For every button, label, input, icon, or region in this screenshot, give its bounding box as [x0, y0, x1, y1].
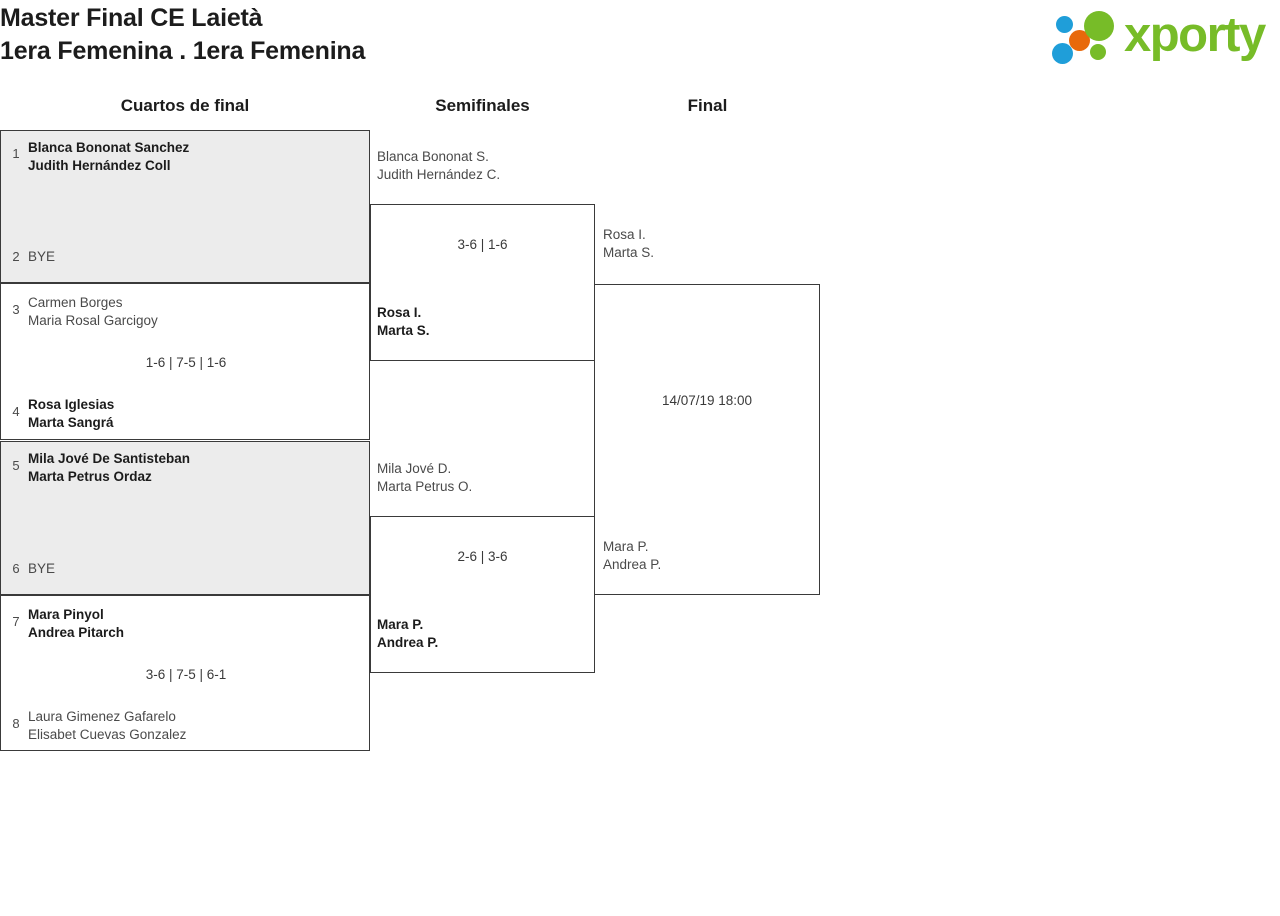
r1-match-2-score: 1-6 | 7-5 | 1-6	[145, 355, 227, 370]
final-match-datetime: 14/07/19 18:00	[661, 393, 753, 408]
column-header-quarterfinals: Cuartos de final	[120, 96, 250, 115]
logo-dot-blue-top	[1056, 16, 1073, 33]
player-name: Marta Sangrá	[28, 415, 114, 430]
player-name: Mara P.	[377, 617, 424, 632]
player-names: Rosa Iglesias Marta Sangrá	[28, 396, 363, 432]
player-name: Rosa I.	[603, 227, 646, 242]
r1-match-1[interactable]: 1 Blanca Bononat Sanchez Judith Hernánde…	[0, 130, 370, 283]
player-name: Maria Rosal Garcigoy	[28, 313, 158, 328]
r1-match-2-slot-bottom: 4 Rosa Iglesias Marta Sangrá	[1, 394, 369, 438]
tournament-title: Master Final CE Laietà	[0, 4, 263, 32]
sf-match-2-score: 2-6 | 3-6	[457, 549, 508, 564]
sf-match-1-slot-bottom: Rosa I. Marta S.	[377, 304, 430, 340]
bye-label: BYE	[28, 561, 56, 576]
player-name: Mila Jové De Santisteban	[28, 451, 191, 466]
final-match-slot-bottom: Mara P. Andrea P.	[603, 538, 661, 574]
bye-label: BYE	[28, 249, 56, 264]
xporty-logo[interactable]: xporty	[1052, 8, 1274, 64]
column-header-semifinals: Semifinales	[435, 96, 530, 115]
seed-number: 3	[12, 302, 20, 317]
player-names: BYE	[28, 560, 363, 578]
seed-number: 5	[12, 458, 20, 473]
r1-match-4-slot-top: 7 Mara Pinyol Andrea Pitarch	[1, 604, 369, 648]
seed-number: 6	[12, 561, 20, 576]
sf-match-1[interactable]	[370, 204, 595, 361]
title-block: Master Final CE Laietà 1era Femenina . 1…	[0, 2, 365, 68]
r1-match-1-slot-top: 1 Blanca Bononat Sanchez Judith Hernánde…	[1, 139, 369, 183]
player-name: Judith Hernández Coll	[28, 158, 171, 173]
player-names: Laura Gimenez Gafarelo Elisabet Cuevas G…	[28, 708, 363, 744]
r1-match-3-slot-top: 5 Mila Jové De Santisteban Marta Petrus …	[1, 450, 369, 494]
r1-match-4[interactable]: 7 Mara Pinyol Andrea Pitarch 3-6 | 7-5 |…	[0, 595, 370, 751]
player-names: Carmen Borges Maria Rosal Garcigoy	[28, 294, 363, 330]
player-name: Laura Gimenez Gafarelo	[28, 709, 176, 724]
player-name: Andrea P.	[377, 635, 439, 650]
player-name: Rosa I.	[377, 305, 422, 320]
logo-dot-green-large	[1084, 11, 1114, 41]
player-name: Blanca Bononat Sanchez	[28, 140, 190, 155]
logo-dots	[1052, 10, 1128, 64]
r1-match-4-slot-bottom: 8 Laura Gimenez Gafarelo Elisabet Cuevas…	[1, 706, 369, 750]
player-name: Mila Jové D.	[377, 461, 452, 476]
player-name: Carmen Borges	[28, 295, 123, 310]
player-name: Marta Petrus Ordaz	[28, 469, 152, 484]
logo-wordmark: xporty	[1124, 8, 1266, 62]
player-name: Mara Pinyol	[28, 607, 104, 622]
final-match-slot-top: Rosa I. Marta S.	[603, 226, 654, 262]
r1-match-2-slot-top: 3 Carmen Borges Maria Rosal Garcigoy	[1, 292, 369, 336]
player-names: Blanca Bononat Sanchez Judith Hernández …	[28, 139, 363, 175]
seed-number: 4	[12, 404, 20, 419]
player-name: Elisabet Cuevas Gonzalez	[28, 727, 187, 742]
player-name: Marta S.	[377, 323, 430, 338]
player-name: Rosa Iglesias	[28, 397, 115, 412]
r1-match-2[interactable]: 3 Carmen Borges Maria Rosal Garcigoy 1-6…	[0, 283, 370, 440]
seed-number: 7	[12, 614, 20, 629]
sf-match-1-score: 3-6 | 1-6	[457, 237, 508, 252]
logo-dot-green-small	[1090, 44, 1106, 60]
tournament-subtitle: 1era Femenina . 1era Femenina	[0, 37, 366, 65]
sf-match-2-slot-top: Mila Jové D. Marta Petrus O.	[377, 460, 472, 496]
r1-match-1-slot-bottom: 2 BYE	[1, 248, 369, 274]
r1-match-3[interactable]: 5 Mila Jové De Santisteban Marta Petrus …	[0, 441, 370, 595]
player-names: BYE	[28, 248, 363, 266]
r1-match-4-score: 3-6 | 7-5 | 6-1	[145, 667, 227, 682]
seed-number: 2	[12, 249, 20, 264]
column-header-final: Final	[687, 96, 728, 115]
player-name: Andrea Pitarch	[28, 625, 125, 640]
r1-match-3-slot-bottom: 6 BYE	[1, 560, 369, 586]
player-name: Marta S.	[603, 245, 655, 260]
seed-number: 8	[12, 716, 20, 731]
player-names: Mila Jové De Santisteban Marta Petrus Or…	[28, 450, 363, 486]
sf-match-2-slot-bottom: Mara P. Andrea P.	[377, 616, 438, 652]
logo-dot-blue-bottom	[1052, 43, 1073, 64]
player-name: Judith Hernández C.	[377, 167, 501, 182]
player-name: Mara P.	[603, 539, 649, 554]
player-name: Blanca Bononat S.	[377, 149, 489, 164]
logo-dot-orange	[1069, 30, 1090, 51]
page-header: Master Final CE Laietà 1era Femenina . 1…	[0, 0, 1280, 80]
connector-final-out	[819, 284, 820, 595]
seed-number: 1	[12, 146, 20, 161]
player-names: Mara Pinyol Andrea Pitarch	[28, 606, 363, 642]
player-name: Andrea P.	[603, 557, 662, 572]
sf-match-1-slot-top: Blanca Bononat S. Judith Hernández C.	[377, 148, 500, 184]
player-name: Marta Petrus O.	[377, 479, 473, 494]
